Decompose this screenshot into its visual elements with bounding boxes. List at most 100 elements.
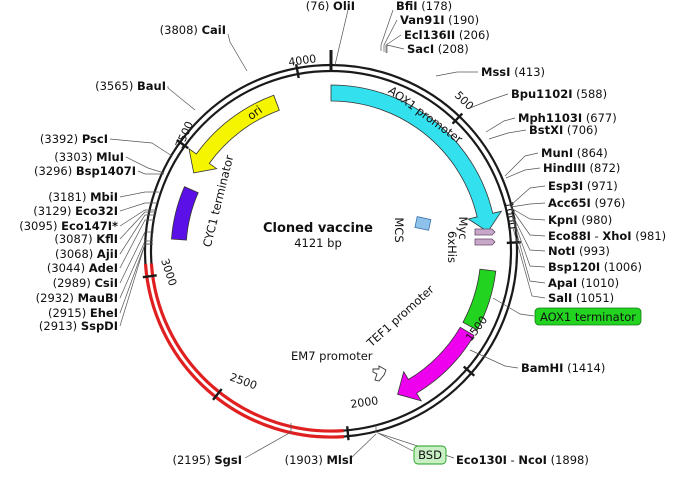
highlight-inner-arc — [149, 263, 344, 433]
enzyme-bau-name: BauI — [137, 79, 166, 93]
enzyme-mls-pos: (1903) — [285, 453, 323, 467]
leader-apa — [511, 215, 546, 284]
mcs-label: MCS — [392, 217, 406, 242]
mcs-box — [414, 216, 432, 231]
enzyme-hind3-name: HindIII — [543, 161, 586, 175]
leader-not — [510, 211, 546, 252]
plasmid-title: Cloned vaccine — [263, 221, 373, 236]
enzyme-eco130-sep: - — [507, 453, 518, 467]
leader-bsd — [375, 425, 414, 452]
enzyme-bau: (3565) BauI — [95, 79, 166, 93]
leader-bau — [167, 86, 196, 111]
enzyme-bsp1407-name: Bsp1407I — [76, 164, 136, 178]
enzyme-aji-pos: (3068) — [55, 247, 93, 261]
aox1-terminator-callout: AOX1 terminator — [540, 310, 636, 324]
enzyme-sspd-pos: (2913) — [39, 319, 77, 333]
enzyme-esp3-name: Esp3I — [548, 179, 583, 193]
enzyme-bfi: BfiI (178) — [396, 0, 452, 13]
tick-label-2500: 2500 — [228, 371, 259, 393]
enzyme-mbi: (3181) MbiI — [48, 190, 118, 204]
enzyme-sgs: (2195) SgsI — [172, 453, 242, 467]
enzyme-bau-pos: (3565) — [95, 79, 133, 93]
features — [171, 84, 503, 402]
enzyme-apa: ApaI (1010) — [548, 276, 619, 290]
leader-eco32 — [119, 202, 157, 212]
enzyme-not-name: NotI — [548, 244, 575, 258]
enzyme-sgs-name: SgsI — [214, 453, 242, 467]
enzyme-van91-name: Van91I — [400, 13, 445, 27]
enzyme-mlu-pos: (3303) — [54, 150, 92, 164]
leader-mlu — [125, 156, 165, 174]
tick-mark-3000 — [142, 274, 157, 279]
leader-mbi — [119, 191, 159, 198]
enzyme-eco147: (3095) Eco147I* — [19, 219, 118, 233]
enzyme-maub-pos: (2932) — [36, 291, 74, 305]
leader-acc65 — [510, 202, 546, 208]
enzyme-csi-name: CsiI — [94, 276, 118, 290]
enzyme-bsp1407-pos: (3296) — [34, 164, 72, 178]
enzyme-oli: (76) OliI — [306, 0, 355, 13]
leader-sac — [386, 44, 405, 53]
enzyme-oli-name: OliI — [333, 0, 355, 13]
enzyme-van91-pos: (190) — [448, 13, 479, 27]
leader-ecl136 — [385, 34, 402, 53]
enzyme-aji: (3068) AjiI — [55, 247, 118, 261]
enzyme-bstx-pos: (706) — [567, 123, 598, 137]
enzyme-oli-pos: (76) — [306, 0, 330, 13]
leader-sal — [512, 227, 546, 299]
leader-eco88 — [510, 207, 546, 237]
leader-mss — [435, 71, 478, 77]
leader-aox1-term — [492, 297, 535, 317]
enzyme-sal-pos: (1051) — [576, 291, 614, 305]
enzyme-van91: Van91I (190) — [400, 13, 479, 27]
enzyme-ehe-name: EheI — [90, 306, 118, 320]
enzyme-sac-pos: (208) — [438, 42, 469, 56]
enzyme-csi-pos: (2989) — [53, 276, 91, 290]
enzyme-maub: (2932) MauBI — [36, 291, 118, 305]
aox1-terminator-feature — [462, 268, 497, 331]
enzyme-mss-name: MssI — [481, 65, 510, 79]
leader-bpu — [469, 93, 509, 109]
highlight-outer-arc — [143, 263, 345, 439]
enzyme-mls: (1903) MlsI — [285, 453, 353, 467]
bsd-callout-box — [413, 445, 447, 465]
enzyme-sspd-name: SspDI — [81, 319, 118, 333]
enzyme-bamh: BamHI (1414) — [521, 361, 605, 375]
leader-bsp1407 — [137, 170, 164, 175]
cyc1-terminator-feature — [171, 186, 199, 241]
enzyme-bamh-name: BamHI — [521, 361, 563, 375]
enzyme-apa-pos: (1010) — [581, 276, 619, 290]
enzyme-mls-name: MlsI — [326, 453, 353, 467]
enzyme-bsp120-name: Bsp120I — [548, 260, 600, 274]
enzyme-bfi-pos: (178) — [421, 0, 452, 13]
leader-esp3 — [510, 185, 546, 206]
enzyme-kfl-pos: (3087) — [54, 232, 92, 246]
enzyme-kfl-name: KflI — [96, 232, 118, 246]
enzyme-kpn: KpnI (980) — [548, 213, 612, 227]
enzyme-eco130-pos: (1898) — [551, 453, 589, 467]
enzyme-aji-name: AjiI — [97, 247, 118, 261]
enzyme-eco32-name: Eco32I — [75, 204, 118, 218]
tick-mark-4000 — [294, 64, 300, 79]
enzyme-esp3-pos: (971) — [587, 179, 618, 193]
enzyme-ehe-pos: (2915) — [48, 306, 86, 320]
leader-psc — [109, 138, 173, 157]
highlight-region — [143, 263, 345, 439]
his-label: 6xHis — [445, 231, 459, 263]
enzyme-cai-name: CaiI — [202, 23, 226, 37]
enzyme-eco88: Eco88I - XhoI (981) — [548, 229, 666, 243]
leader-aji — [119, 214, 156, 255]
leader-mun — [504, 152, 539, 177]
enzyme-acc65: Acc65I (976) — [548, 196, 625, 210]
enzyme-mlu: (3303) MluI — [54, 150, 124, 164]
enzyme-psc-pos: (3392) — [40, 132, 78, 146]
enzyme-ade-name: AdeI — [89, 261, 118, 275]
enzyme-mss: MssI (413) — [481, 65, 545, 79]
enzyme-acc65-name: Acc65I — [548, 196, 591, 210]
enzyme-apa-name: ApaI — [548, 276, 577, 290]
enzyme-cai: (3808) CaiI — [160, 23, 226, 37]
enzyme-cai-pos: (3808) — [160, 23, 198, 37]
bsd-callout: BSD — [418, 448, 442, 462]
enzyme-bstx: BstXI (706) — [529, 123, 598, 137]
